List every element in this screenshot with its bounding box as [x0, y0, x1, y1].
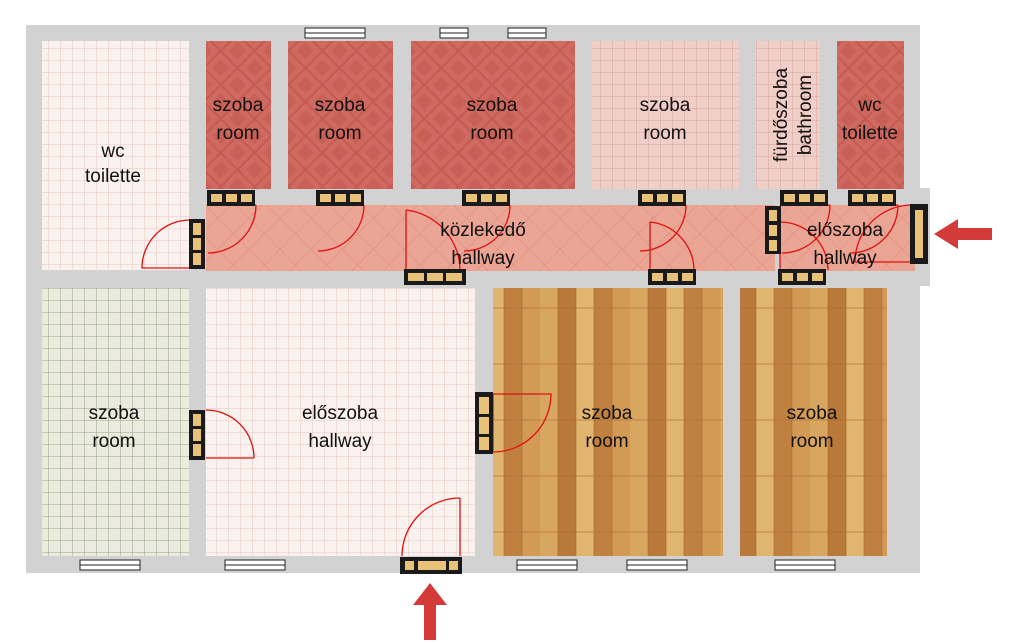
- svg-text:előszoba: előszoba: [807, 220, 883, 241]
- svg-text:room: room: [585, 431, 628, 452]
- window: [79, 559, 141, 571]
- hall-right-floor: [780, 205, 915, 271]
- window: [774, 559, 836, 571]
- room-label-wc-right: wc toilette: [842, 95, 898, 144]
- room-label-wc-left: wc toilette: [85, 141, 141, 187]
- svg-text:wc: wc: [857, 95, 881, 116]
- room-3-floor: [411, 41, 575, 189]
- door-frame: [400, 557, 462, 574]
- door-frame: [848, 190, 896, 206]
- window: [224, 559, 286, 571]
- room-wood-2-floor: [740, 288, 887, 556]
- svg-text:szoba: szoba: [315, 95, 366, 116]
- svg-text:wc: wc: [100, 141, 124, 162]
- door-swing: [649, 221, 695, 272]
- svg-text:hallway: hallway: [451, 248, 515, 269]
- room-label-bottom-left: szoba room: [89, 403, 140, 452]
- arrow-east-entrance: [934, 219, 992, 249]
- door-frame: [778, 269, 826, 285]
- hall-main-floor: [206, 288, 475, 556]
- window: [439, 27, 469, 39]
- svg-text:toilette: toilette: [85, 166, 141, 187]
- door-frame: [910, 204, 928, 264]
- svg-text:szoba: szoba: [787, 403, 838, 424]
- svg-text:szoba: szoba: [213, 95, 264, 116]
- room-label-bathroom: fürdőszoba bathroom: [771, 68, 816, 162]
- svg-text:szoba: szoba: [640, 95, 691, 116]
- svg-text:fürdőszoba: fürdőszoba: [771, 68, 792, 162]
- room-label-wood-1: szoba room: [582, 403, 633, 452]
- window: [626, 559, 688, 571]
- room-label-corridor: közlekedő hallway: [440, 220, 526, 269]
- window: [516, 559, 578, 571]
- door-frame: [462, 190, 510, 206]
- door-frame: [316, 190, 364, 206]
- door-frame: [780, 190, 828, 206]
- room-label-3: szoba room: [467, 95, 518, 144]
- svg-text:szoba: szoba: [467, 95, 518, 116]
- room-bath-floor: [755, 41, 820, 189]
- svg-text:közlekedő: közlekedő: [440, 220, 526, 241]
- svg-text:hallway: hallway: [813, 248, 877, 269]
- room-label-hall-right: előszoba hallway: [807, 220, 883, 269]
- svg-text:bathroom: bathroom: [795, 75, 816, 155]
- svg-text:room: room: [216, 123, 259, 144]
- room-wc-left-floor: [42, 41, 189, 270]
- svg-text:room: room: [643, 123, 686, 144]
- corridor-floor: [206, 205, 775, 271]
- room-label-wood-2: szoba room: [787, 403, 838, 452]
- svg-text:szoba: szoba: [89, 403, 140, 424]
- door-frame: [648, 269, 696, 285]
- svg-text:szoba: szoba: [582, 403, 633, 424]
- room-label-1: szoba room: [213, 95, 264, 144]
- door-frame: [189, 410, 205, 460]
- door-frame: [475, 392, 493, 454]
- room-2-floor: [288, 41, 393, 189]
- room-label-4: szoba room: [640, 95, 691, 144]
- svg-text:hallway: hallway: [308, 431, 372, 452]
- door-swing: [401, 497, 461, 557]
- svg-text:toilette: toilette: [842, 123, 898, 144]
- room-wc-right-floor: [837, 41, 904, 189]
- room-wood-1-floor: [493, 288, 723, 556]
- arrow-south-entrance: [413, 583, 447, 640]
- door-frame: [638, 190, 686, 206]
- svg-text:előszoba: előszoba: [302, 403, 378, 424]
- window: [507, 27, 547, 39]
- svg-text:room: room: [470, 123, 513, 144]
- svg-text:room: room: [318, 123, 361, 144]
- door-frame: [404, 269, 466, 285]
- door-frame: [207, 190, 255, 206]
- door-swing: [205, 409, 255, 459]
- window: [304, 27, 366, 39]
- room-label-hall-main: előszoba hallway: [302, 403, 378, 452]
- svg-text:room: room: [790, 431, 833, 452]
- door-frame: [765, 206, 781, 254]
- room-label-2: szoba room: [315, 95, 366, 144]
- room-4-floor: [592, 41, 739, 189]
- door-swing: [405, 209, 461, 272]
- door-frame: [189, 219, 205, 269]
- svg-text:room: room: [92, 431, 135, 452]
- room-1-floor: [206, 41, 271, 189]
- room-bl-floor: [42, 288, 189, 556]
